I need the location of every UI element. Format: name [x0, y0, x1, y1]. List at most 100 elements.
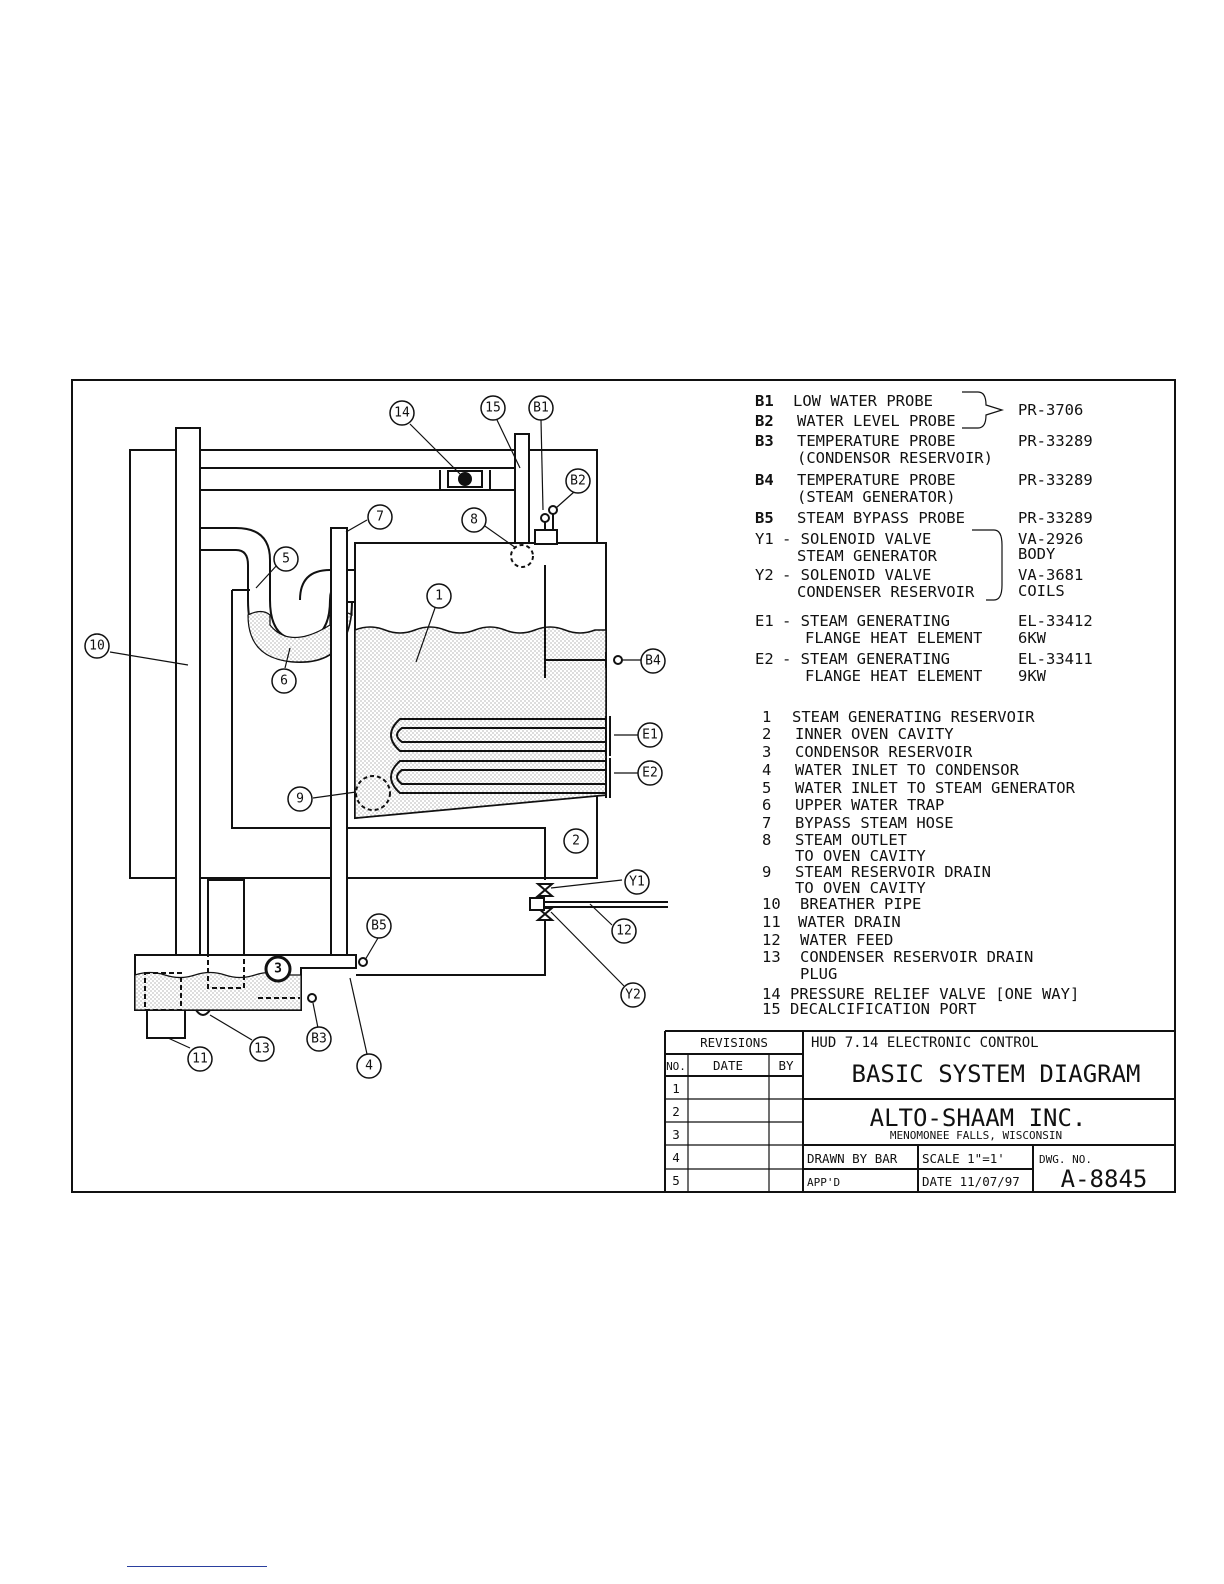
legend-b4-desc2: (STEAM GENERATOR) [797, 488, 956, 506]
comp-num: 14 [762, 985, 781, 1003]
legend-e1-code: E1 [755, 612, 774, 630]
b4-probe-head [613, 655, 623, 665]
legend-b1b2-part: PR-3706 [1018, 401, 1083, 419]
callout-13 [249, 1036, 275, 1062]
callout-b2 [565, 468, 591, 494]
footer-rule [127, 1566, 267, 1567]
callout-8-text: 8 [470, 513, 478, 528]
trap-link [299, 569, 352, 601]
comp-desc2: TO OVEN CAVITY [795, 879, 926, 897]
comp-desc2: PLUG [800, 965, 837, 983]
comp-desc2: TO OVEN CAVITY [795, 847, 926, 865]
b2-probe-head [548, 505, 558, 515]
callout-e1-text: E1 [642, 728, 658, 743]
legend-e1-desc2: FLANGE HEAT ELEMENT [805, 629, 982, 647]
legend-y1-part: VA-2926 [1018, 530, 1083, 548]
comp-desc: WATER INLET TO CONDENSOR [795, 761, 1020, 779]
revisions-header: REVISIONS [700, 1035, 768, 1050]
legend-b5-desc: STEAM BYPASS PROBE [797, 509, 965, 527]
pressure-relief-valve [439, 470, 491, 490]
condenser-inlet-fitting [300, 954, 357, 969]
b4-probe [545, 652, 607, 668]
water-inlet-pipe [231, 590, 546, 880]
solenoid-y1 [535, 883, 555, 897]
callout-11 [187, 1046, 213, 1072]
by-header: BY [778, 1058, 794, 1073]
comp-desc: BYPASS STEAM HOSE [795, 814, 954, 832]
callout-11-text: 11 [192, 1052, 208, 1067]
heat-element-e2 [390, 760, 606, 794]
callout-2 [563, 828, 589, 854]
callout-b1 [528, 395, 554, 421]
comp-desc: STEAM RESERVOIR DRAIN [795, 863, 991, 881]
comp-num: 5 [762, 779, 771, 797]
lower-duct [207, 879, 245, 956]
scale: SCALE 1"=1' [922, 1151, 1005, 1166]
callout-b5-text: B5 [371, 919, 387, 934]
comp-num: 6 [762, 796, 771, 814]
callout-5 [273, 546, 299, 572]
callout-y1 [624, 869, 650, 895]
comp-desc: STEAM OUTLET [795, 831, 907, 849]
callout-b4 [640, 648, 666, 674]
callout-9 [287, 786, 313, 812]
top-pipe [200, 467, 515, 491]
comp-desc: WATER DRAIN [798, 913, 901, 931]
callout-b2-text: B2 [570, 474, 586, 489]
callout-12 [611, 918, 637, 944]
callout-10-text: 10 [89, 639, 105, 654]
legend-e2-part: EL-33411 [1018, 650, 1093, 668]
callout-7-text: 7 [376, 510, 384, 525]
comp-num: 1 [762, 708, 771, 726]
callout-4-text: 4 [365, 1059, 373, 1074]
comp-desc: STEAM GENERATING RESERVOIR [792, 708, 1035, 726]
legend-b4-desc: TEMPERATURE PROBE [797, 471, 956, 489]
b1-probe-head [540, 513, 550, 523]
revision-row-num: 5 [672, 1173, 680, 1188]
project-name: HUD 7.14 ELECTRONIC CONTROL [811, 1035, 1039, 1051]
callout-y2-text: Y2 [625, 988, 641, 1003]
legend-b3-code: B3 [755, 432, 774, 450]
callout-b3-text: B3 [311, 1032, 327, 1047]
decalcification-port [514, 433, 530, 545]
date-header: DATE [713, 1058, 743, 1073]
company-location: MENOMONEE FALLS, WISCONSIN [890, 1129, 1062, 1142]
heat-element-e1 [390, 718, 606, 752]
legend-b1-desc: LOW WATER PROBE [793, 392, 933, 410]
upper-trap-outer [200, 527, 351, 642]
legend-e1-part2: 6KW [1018, 629, 1047, 647]
drawing-border [71, 379, 1176, 1193]
callout-e1 [637, 722, 663, 748]
y-brace [972, 529, 1003, 601]
callout-6-text: 6 [280, 674, 288, 689]
callout-14 [389, 400, 415, 426]
callout-1-text: 1 [435, 589, 443, 604]
legend-b5-part: PR-33289 [1018, 509, 1093, 527]
legend-b2-desc: WATER LEVEL PROBE [797, 412, 956, 430]
breather-pipe [175, 427, 201, 969]
b5-probe-head [358, 957, 368, 967]
parts-legend: B1 LOW WATER PROBE B2 WATER LEVEL PROBE … [755, 391, 1093, 685]
legend-y2-desc: - SOLENOID VALVE [782, 566, 931, 584]
legend-b5-code: B5 [755, 509, 774, 527]
callout-e2-text: E2 [642, 766, 658, 781]
callouts [84, 395, 666, 1079]
duct-dashed [207, 954, 245, 989]
callout-3-text: 3 [274, 962, 282, 977]
callout-7 [367, 504, 393, 530]
callout-9-text: 9 [296, 792, 304, 807]
callout-b5 [366, 913, 392, 939]
legend-b3-part: PR-33289 [1018, 432, 1093, 450]
legend-e2-desc: - STEAM GENERATING [782, 650, 950, 668]
legend-y1-desc2: STEAM GENERATOR [797, 547, 938, 565]
legend-e2-part2: 9KW [1018, 667, 1047, 685]
comp-desc: PRESSURE RELIEF VALVE [ONE WAY] [790, 985, 1079, 1003]
legend-b4-code: B4 [755, 471, 774, 489]
callout-10 [84, 633, 110, 659]
b3-probe-head [307, 993, 317, 1003]
tank-fitting [346, 569, 356, 603]
comp-desc: WATER INLET TO STEAM GENERATOR [795, 779, 1076, 797]
revision-row-num: 1 [672, 1081, 680, 1096]
legend-b3-desc: TEMPERATURE PROBE [797, 432, 956, 450]
